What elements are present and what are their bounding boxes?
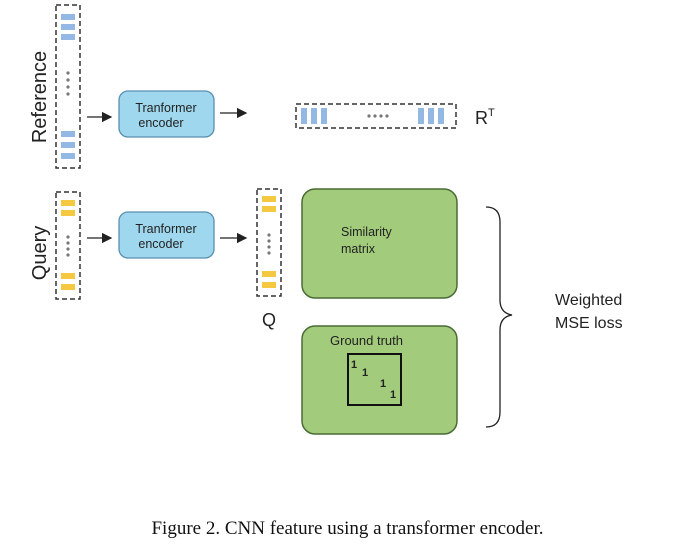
- query-bar: [61, 284, 75, 290]
- reference-bar: [61, 131, 75, 137]
- similarity-box: [301, 188, 458, 299]
- ground-truth-box: [301, 325, 458, 435]
- loss-label-line1: Weighted: [555, 292, 622, 309]
- ground-truth-label: Ground truth: [330, 333, 403, 348]
- query-label: Query: [29, 226, 51, 280]
- ellipsis-dot: [66, 92, 70, 96]
- rt-row-border: [295, 103, 457, 129]
- similarity-label-line1: Similarity: [341, 225, 392, 239]
- rt-feature-row: [295, 103, 457, 129]
- right-brace: [485, 206, 513, 428]
- matrix-entry: 1: [380, 378, 386, 390]
- encoder-label-line1: Tranformer: [135, 222, 196, 236]
- ellipsis-dot: [373, 114, 377, 118]
- query-bar: [61, 273, 75, 279]
- rt-bar: [438, 108, 444, 124]
- q-column-border: [256, 188, 282, 297]
- ellipsis-dot: [379, 114, 383, 118]
- ellipsis-dot: [267, 251, 271, 255]
- reference-label: Reference: [29, 51, 51, 143]
- encoder-label-line2: encoder: [138, 116, 183, 130]
- q-bar: [262, 271, 276, 277]
- rt-bar: [428, 108, 434, 124]
- query-bar: [61, 210, 75, 216]
- rt-bar: [301, 108, 307, 124]
- matrix-entry: 1: [351, 359, 357, 371]
- q-bar: [262, 196, 276, 202]
- reference-bar: [61, 14, 75, 20]
- ellipsis-dot: [367, 114, 371, 118]
- query-column-border: [55, 191, 81, 300]
- ellipsis-dot: [267, 233, 271, 237]
- ellipsis-dot: [385, 114, 389, 118]
- loss-label-line2: MSE loss: [555, 315, 623, 332]
- query-bar: [61, 200, 75, 206]
- q-bar: [262, 206, 276, 212]
- rt-bar: [311, 108, 317, 124]
- reference-bar: [61, 153, 75, 159]
- ellipsis-dot: [66, 78, 70, 82]
- reference-column-border: [55, 4, 81, 169]
- ground-truth: Ground truth 1 1 1 1: [301, 325, 458, 435]
- encoder-box: [118, 90, 215, 138]
- query-feature-column: [55, 191, 81, 300]
- reference-bar: [61, 34, 75, 40]
- ellipsis-dot: [66, 241, 70, 245]
- similarity-label-line2: matrix: [341, 242, 376, 256]
- q-feature-column: [256, 188, 282, 297]
- matrix-entry: 1: [362, 367, 368, 379]
- reference-bar: [61, 142, 75, 148]
- similarity-matrix: Similarity matrix: [301, 188, 458, 299]
- identity-matrix-frame: [347, 353, 402, 406]
- ellipsis-dot: [66, 71, 70, 75]
- figure-caption: Figure 2. CNN feature using a transforme…: [151, 518, 544, 539]
- ellipsis-dot: [66, 235, 70, 239]
- ellipsis-dot: [267, 245, 271, 249]
- reference-bar: [61, 24, 75, 30]
- query-transformer-encoder: Tranformer encoder: [118, 211, 215, 259]
- matrix-entry: 1: [390, 389, 396, 401]
- rt-bar: [321, 108, 327, 124]
- ellipsis-dot: [66, 253, 70, 257]
- ellipsis-dot: [66, 247, 70, 251]
- reference-feature-column: [55, 4, 81, 169]
- q-label: Q: [262, 310, 276, 330]
- reference-transformer-encoder: Tranformer encoder: [118, 90, 215, 138]
- q-bar: [262, 282, 276, 288]
- encoder-label-line2: encoder: [138, 237, 183, 251]
- encoder-label-line1: Tranformer: [135, 101, 196, 115]
- rt-label: RT: [475, 107, 495, 128]
- encoder-box: [118, 211, 215, 259]
- ellipsis-dot: [267, 239, 271, 243]
- ellipsis-dot: [66, 85, 70, 89]
- rt-bar: [418, 108, 424, 124]
